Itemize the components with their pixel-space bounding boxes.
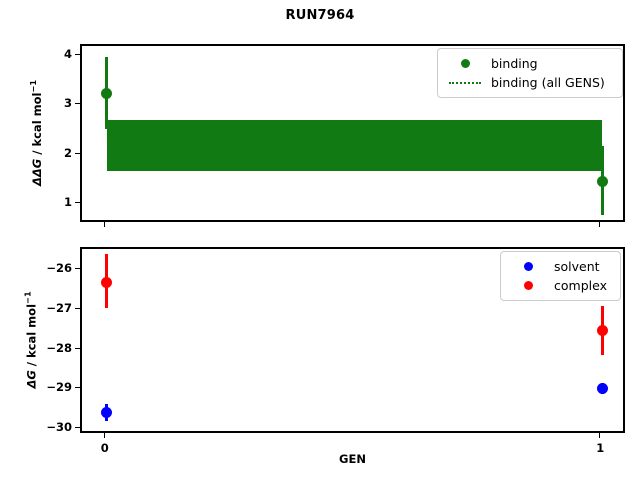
legend-item[interactable]: binding <box>445 54 613 73</box>
y-tick-mark <box>75 307 80 309</box>
y-tick-mark <box>75 387 80 389</box>
y-axis-label-top-units: / kcal mol <box>29 92 44 159</box>
y-axis-label-top-symbol: ΔΔG <box>29 158 44 186</box>
legend-marker-dot-icon <box>523 281 533 290</box>
legend-bottom: solvent complex <box>500 251 621 301</box>
legend-item[interactable]: complex <box>508 276 611 295</box>
y-tick-mark <box>75 53 80 55</box>
y-axis-label-bottom-units: / kcal mol <box>24 303 39 371</box>
y-tick-mark <box>75 347 80 349</box>
x-tick-label: 0 <box>100 441 109 455</box>
legend-item[interactable]: binding (all GENS) <box>445 73 613 92</box>
legend-key <box>508 281 548 290</box>
y-tick-mark <box>75 267 80 269</box>
y-tick-label: 3 <box>63 96 72 111</box>
legend-key <box>445 59 485 68</box>
x-tick-mark <box>103 433 105 438</box>
legend-marker-dot-icon <box>523 262 533 271</box>
y-tick-mark <box>75 202 80 204</box>
y-tick-label: −28 <box>46 340 72 355</box>
legend-item[interactable]: solvent <box>508 257 611 276</box>
x-tick-label: 1 <box>596 441 605 455</box>
y-tick-label: 1 <box>63 195 72 210</box>
x-axis-label: GEN <box>339 452 366 466</box>
y-tick-label: −26 <box>46 260 72 275</box>
x-tick-mark <box>599 433 601 438</box>
y-axis-label-bottom-symbol: ΔG <box>24 370 39 389</box>
legend-top: binding binding (all GENS) <box>437 48 623 98</box>
page-title: RUN7964 <box>285 8 355 23</box>
x-tick-mark <box>103 222 105 227</box>
legend-key <box>445 81 485 84</box>
y-tick-mark <box>75 103 80 105</box>
data-point-marker <box>101 88 113 100</box>
legend-label: complex <box>554 278 607 293</box>
y-tick-label: −30 <box>46 420 72 435</box>
y-tick-label: 2 <box>63 145 72 160</box>
legend-label: binding <box>491 56 538 71</box>
data-point-marker <box>101 406 113 418</box>
legend-label: solvent <box>554 259 600 274</box>
legend-key <box>508 262 548 271</box>
y-tick-label: −27 <box>46 300 72 315</box>
data-point-marker <box>596 175 608 187</box>
y-tick-label: −29 <box>46 380 72 395</box>
legend-label: binding (all GENS) <box>491 75 605 90</box>
legend-marker-dot-icon <box>460 59 470 68</box>
y-axis-label-bottom-exponent: −1 <box>22 291 33 304</box>
plot-area-top <box>82 46 623 220</box>
x-tick-mark <box>599 222 601 227</box>
y-axis-label-bottom: ΔG / kcal mol−1 <box>22 291 38 388</box>
plot-area-bottom <box>82 249 623 431</box>
y-tick-mark <box>75 427 80 429</box>
y-tick-mark <box>75 152 80 154</box>
y-axis-label-top: ΔΔG / kcal mol−1 <box>28 80 44 186</box>
data-point-marker <box>596 382 608 394</box>
y-tick-label: 4 <box>63 46 72 61</box>
legend-dotted-line-icon <box>449 81 481 84</box>
data-point-marker <box>101 277 113 289</box>
y-axis-label-top-exponent: −1 <box>28 79 39 93</box>
data-point-marker <box>596 325 608 337</box>
confidence-band <box>106 119 603 171</box>
